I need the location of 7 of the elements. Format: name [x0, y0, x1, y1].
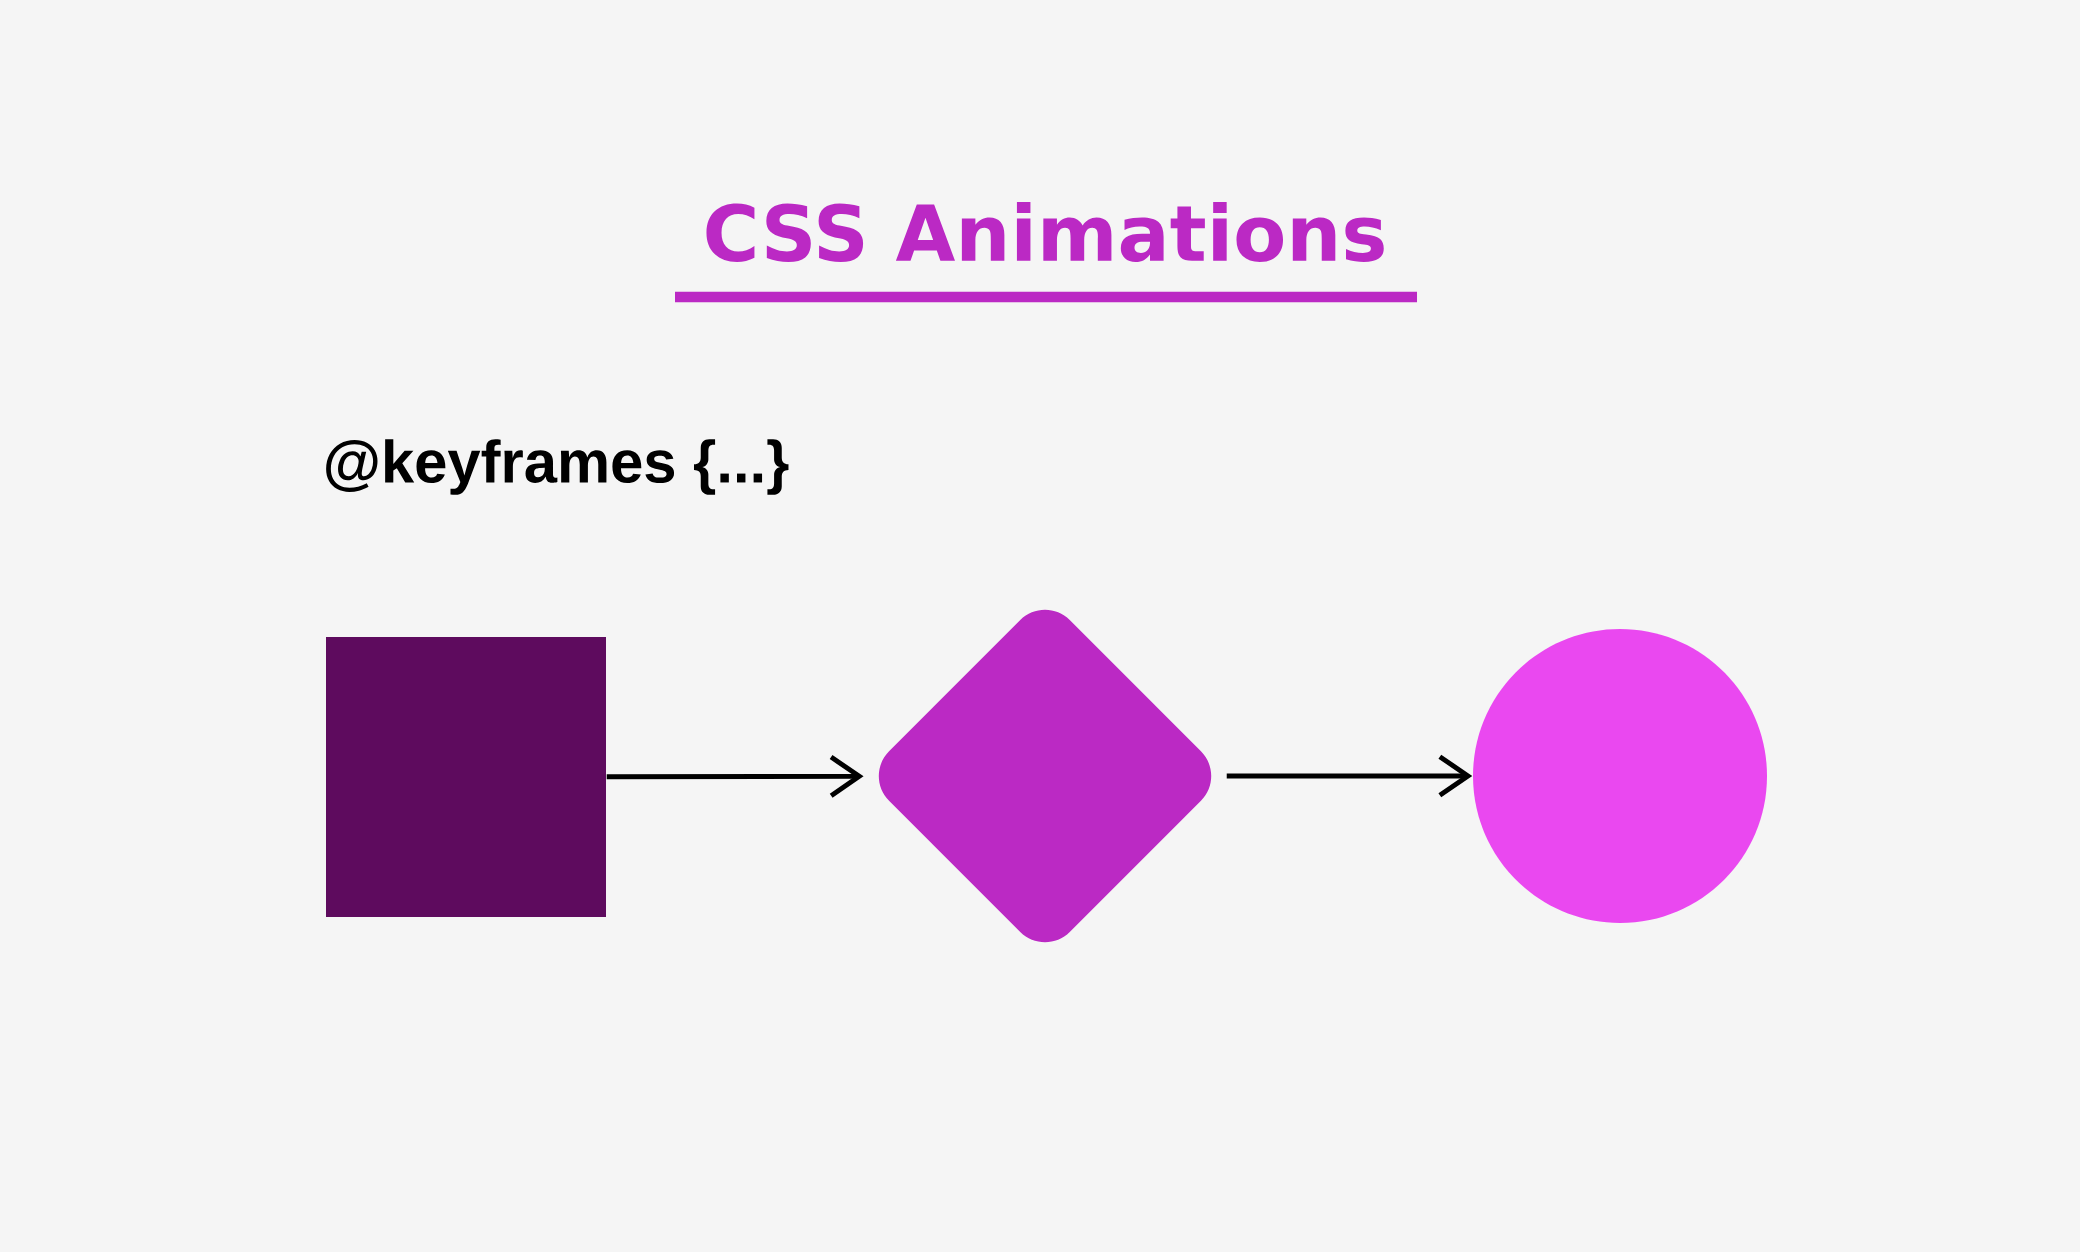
diamond-shape — [878, 609, 1212, 943]
square-shape — [326, 637, 606, 917]
title: CSS Animations — [706, 202, 1384, 262]
circle-shape — [1473, 629, 1767, 923]
code-label: @keyframes {...} — [326, 439, 789, 495]
arrow — [1226, 754, 1473, 798]
arrow — [606, 755, 864, 798]
